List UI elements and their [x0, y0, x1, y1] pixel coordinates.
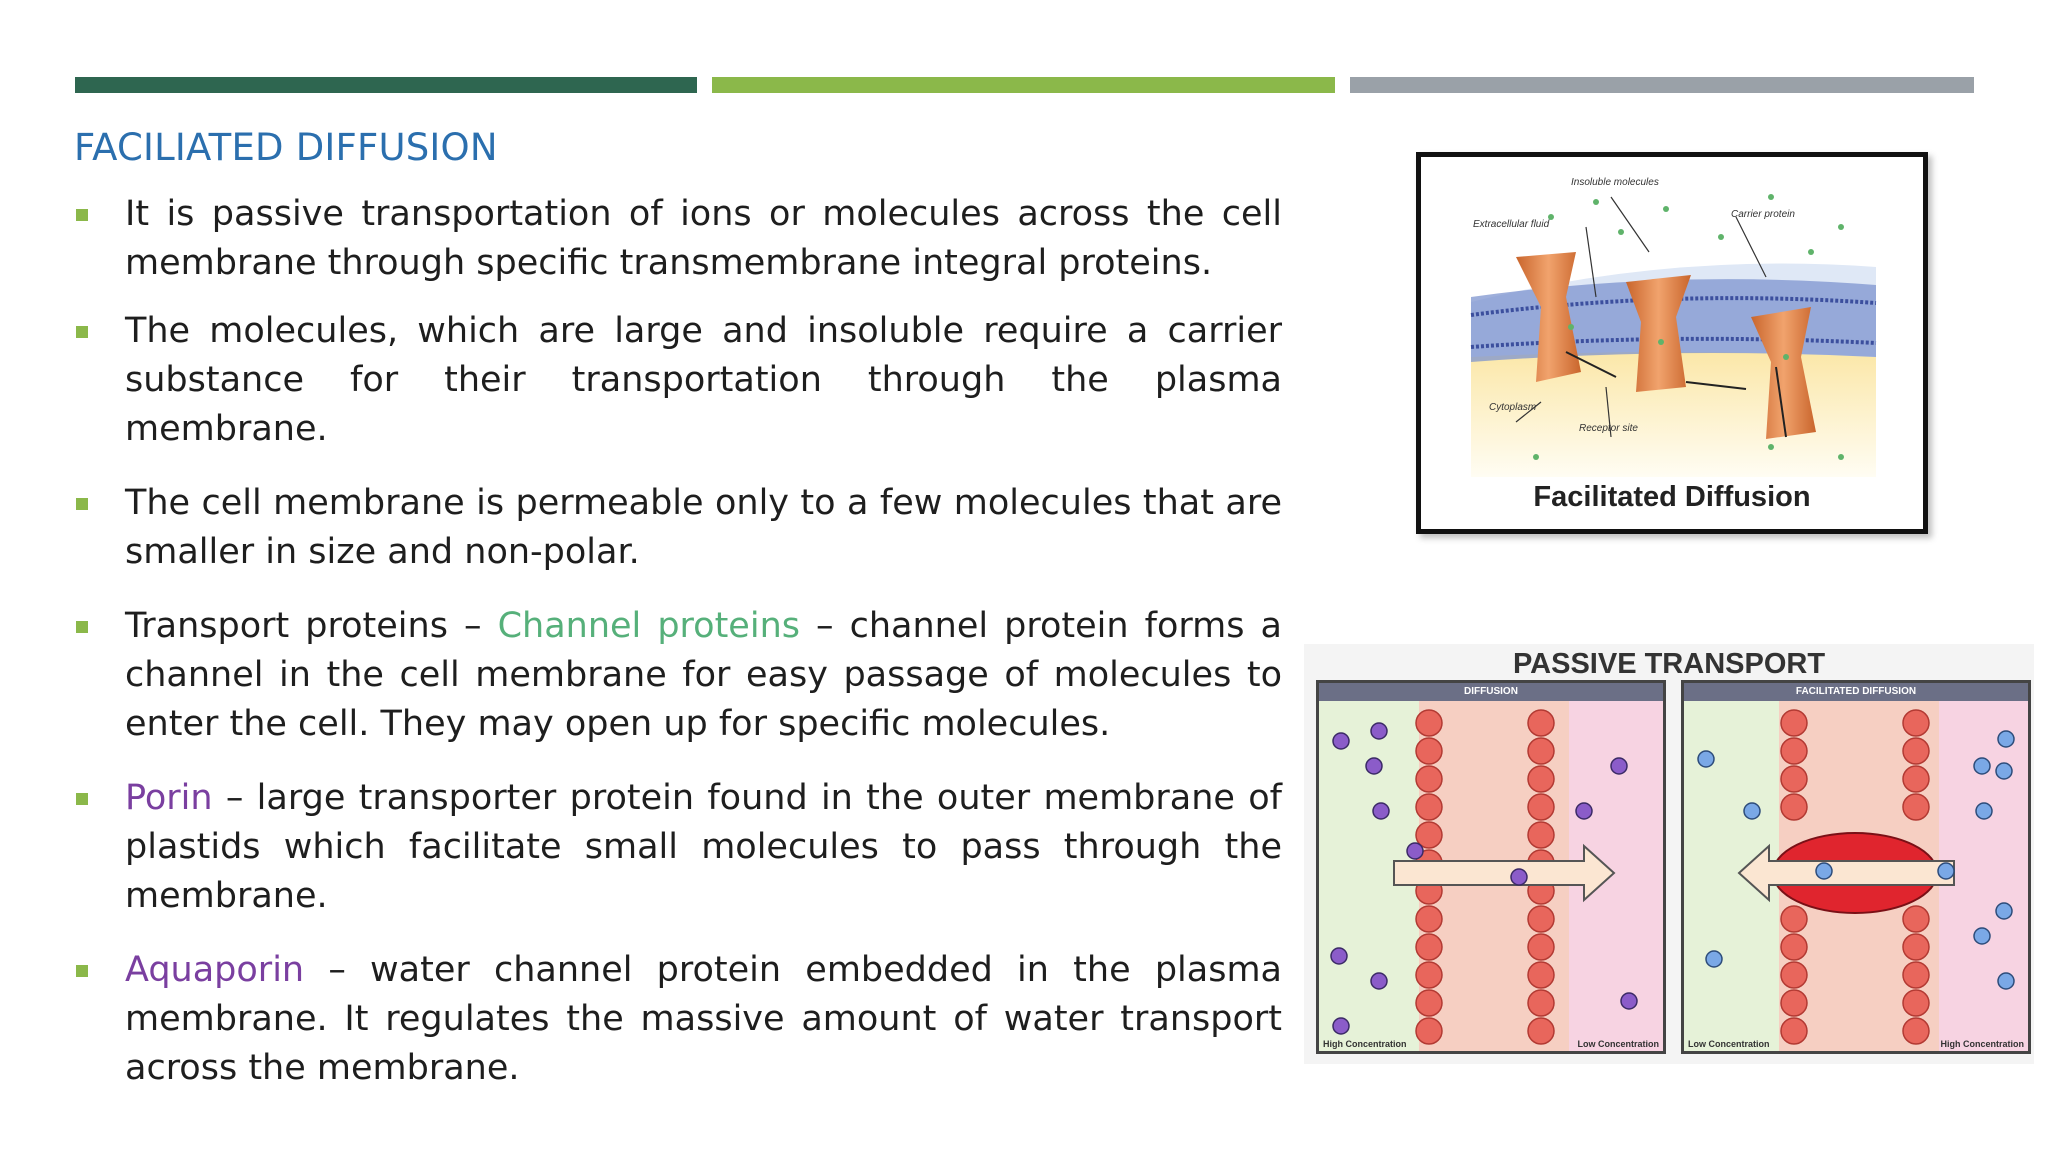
- bullet-text-post: – large transporter protein found in the…: [125, 778, 1282, 916]
- concentration-label: Low Concentration: [1577, 1039, 1660, 1049]
- top-accent-bar-gray: [1350, 77, 1974, 93]
- concentration-label: High Concentration: [1940, 1039, 2025, 1049]
- top-accent-bar-dark-green: [75, 77, 697, 93]
- bullet-text: It is passive transportation of ions or …: [125, 194, 1282, 283]
- label-insoluble-molecules: Insoluble molecules: [1571, 177, 1659, 188]
- square-bullet-icon: [76, 209, 88, 221]
- figure-title: PASSIVE TRANSPORT: [1512, 648, 1826, 680]
- figure-caption: Facilitated Diffusion: [1533, 481, 1811, 513]
- bullet-text-post: – water channel protein embedded in the …: [125, 950, 1282, 1088]
- bullet-item: Aquaporin – water channel protein embedd…: [74, 946, 1282, 1093]
- diffusion-diagram: [1319, 701, 1663, 1051]
- slide-title: FACILIATED DIFFUSION: [74, 126, 498, 169]
- facilitated-diffusion-diagram: [1684, 701, 2028, 1051]
- bullet-list: It is passive transportation of ions or …: [74, 190, 1282, 1093]
- bullet-item: Transport proteins – Channel proteins – …: [74, 602, 1282, 749]
- label-cytoplasm: Cytoplasm: [1489, 402, 1537, 413]
- facilitated-diffusion-panel: FACILITATED DIFFUSION Low Concent: [1681, 680, 2031, 1054]
- facilitated-diffusion-figure: Insoluble molecules Extracellular fluid …: [1416, 152, 1928, 534]
- channel-proteins-term: Channel proteins: [497, 606, 800, 646]
- concentration-label: High Concentration: [1323, 1039, 1407, 1049]
- concentration-label: Low Concentration: [1688, 1039, 1770, 1049]
- diffusion-panel: DIFFUSION High Concent: [1316, 680, 1666, 1054]
- carrier-protein-shape: [1626, 275, 1691, 392]
- aquaporin-term: Aquaporin: [125, 950, 305, 990]
- square-bullet-icon: [76, 965, 88, 977]
- bullet-item: The cell membrane is permeable only to a…: [74, 479, 1282, 577]
- bullet-item: Porin – large transporter protein found …: [74, 774, 1282, 921]
- porin-term: Porin: [125, 778, 213, 818]
- label-extracellular-fluid: Extracellular fluid: [1473, 219, 1550, 230]
- bullet-item: The molecules, which are large and insol…: [74, 307, 1282, 454]
- carrier-protein-shape: [1751, 307, 1816, 439]
- square-bullet-icon: [76, 793, 88, 805]
- bullet-text-pre: Transport proteins –: [125, 606, 498, 646]
- top-accent-bar-light-green: [712, 77, 1335, 93]
- arrow-left-icon: [1737, 843, 1955, 903]
- bullet-item: It is passive transportation of ions or …: [74, 190, 1282, 288]
- label-receptor-site: Receptor site: [1579, 423, 1638, 434]
- carrier-protein-shape: [1516, 252, 1581, 382]
- square-bullet-icon: [76, 326, 88, 338]
- label-carrier-protein: Carrier protein: [1731, 209, 1795, 220]
- membrane-illustration: [1470, 194, 1877, 477]
- bullet-text: The molecules, which are large and insol…: [125, 311, 1282, 449]
- bullet-text-post: – channel protein forms a channel in the…: [125, 606, 1282, 744]
- bullet-text: The cell membrane is permeable only to a…: [125, 483, 1282, 572]
- square-bullet-icon: [76, 498, 88, 510]
- panel-heading: DIFFUSION: [1319, 683, 1663, 701]
- arrow-right-icon: [1393, 843, 1616, 903]
- square-bullet-icon: [76, 621, 88, 633]
- panel-heading: FACILITATED DIFFUSION: [1684, 683, 2028, 701]
- passive-transport-figure: PASSIVE TRANSPORT DIFFUSION: [1304, 644, 2034, 1064]
